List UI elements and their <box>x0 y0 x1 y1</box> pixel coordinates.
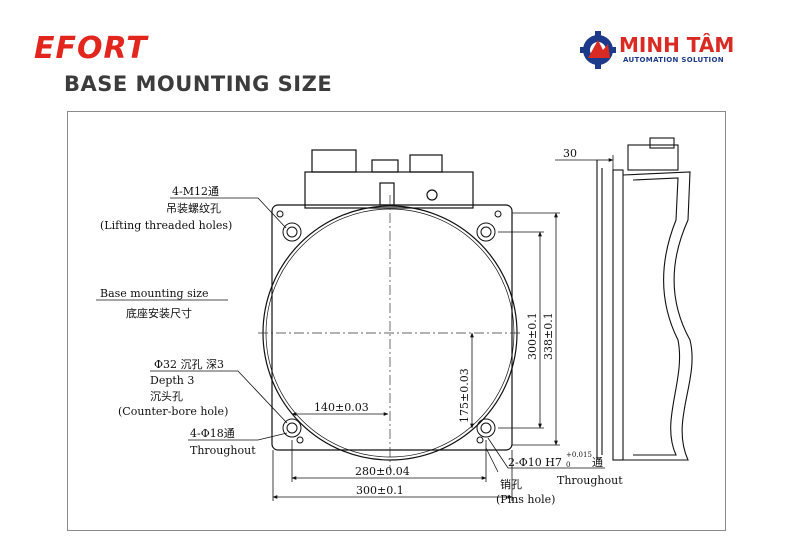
base-size-cn: 底座安装尺寸 <box>126 306 192 320</box>
lifting-holes-cn: 吊装螺纹孔 <box>166 201 221 215</box>
through-hole-spec: 4-Φ18通 <box>190 427 235 440</box>
dim-338: 338±0.1 <box>542 312 555 360</box>
logo-subtitle: AUTOMATION SOLUTION <box>623 56 724 64</box>
lifting-holes-spec: 4-M12通 <box>172 185 219 198</box>
dim-140: 140±0.03 <box>314 401 369 414</box>
mounting-holes <box>276 210 502 444</box>
page-title: BASE MOUNTING SIZE <box>64 72 333 96</box>
counterbore-depth: Depth 3 <box>150 374 194 387</box>
through-hole-en: Throughout <box>190 444 256 457</box>
counterbore-en: (Counter-bore hole) <box>118 405 228 418</box>
dimension-lines <box>272 155 614 501</box>
base-plate <box>271 149 513 451</box>
dim-300-horizontal: 300±0.1 <box>356 484 404 497</box>
minh-tam-logo: MINH TÂM AUTOMATION SOLUTION <box>580 28 770 72</box>
dim-300-vertical: 300±0.1 <box>526 312 539 360</box>
pin-hole-through-en: Throughout <box>557 474 623 487</box>
drawing-frame <box>67 111 726 531</box>
dim-175: 175±0.03 <box>458 368 471 423</box>
logo-name: MINH TÂM <box>619 33 735 57</box>
dim-30: 30 <box>563 147 577 160</box>
pin-hole-en: (Pins hole) <box>496 493 555 506</box>
lifting-holes-en: (Lifting threaded holes) <box>100 219 232 232</box>
pin-hole-tol-bottom: 0 <box>566 461 570 469</box>
pin-hole-tol-top: +0.015 <box>566 451 592 459</box>
pin-hole-cn: 销孔 <box>500 477 522 491</box>
base-size-en: Base mounting size <box>100 287 209 300</box>
efort-logo: EFORT <box>34 31 148 66</box>
gear-icon <box>580 31 616 69</box>
leader-lines <box>96 197 605 473</box>
pin-hole-spec: 2-Φ10 H7 <box>508 456 562 469</box>
pin-hole-through-cn: 通 <box>592 456 603 469</box>
counterbore-spec: Φ32 沉孔 深3 <box>154 358 224 371</box>
counterbore-cn: 沉头孔 <box>150 390 183 403</box>
side-view <box>596 137 693 461</box>
center-lines <box>258 195 522 470</box>
dim-280: 280±0.04 <box>355 465 410 478</box>
